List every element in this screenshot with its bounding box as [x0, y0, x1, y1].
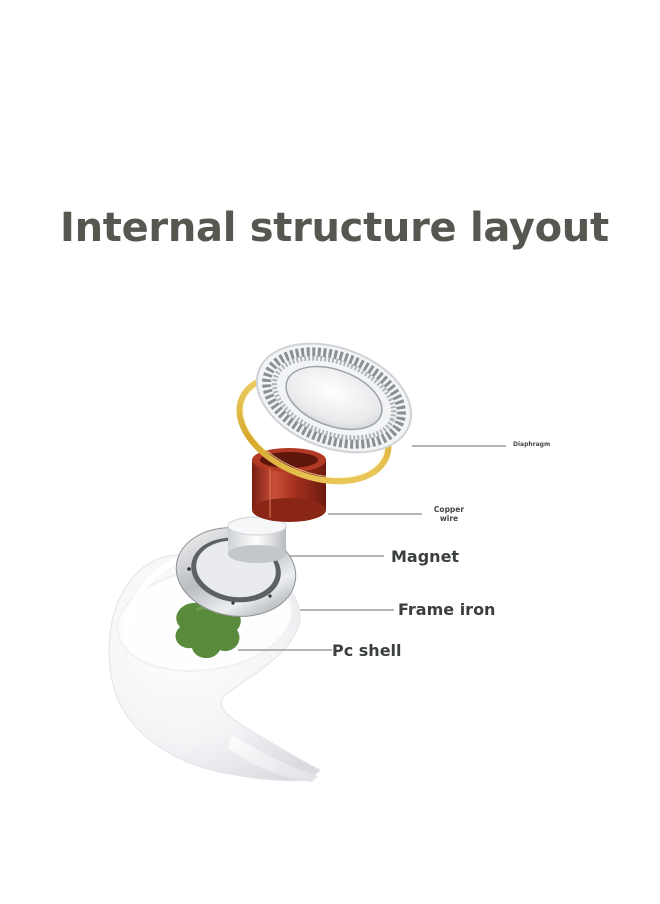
copper-wire-coil — [252, 448, 326, 522]
label-copper-wire-line1: Copper — [433, 505, 465, 514]
label-frame-iron: Frame iron — [398, 600, 496, 619]
diaphragm — [255, 342, 413, 454]
magnet — [227, 516, 287, 563]
leader-lines — [238, 445, 506, 651]
label-pc-shell: Pc shell — [332, 641, 402, 660]
label-magnet: Magnet — [391, 547, 460, 566]
diagram-title: Internal structure layout — [60, 205, 609, 251]
label-copper-wire: Copper wire — [426, 505, 472, 523]
label-copper-wire-line2: wire — [439, 514, 459, 523]
label-diaphragm: Diaphragm — [513, 441, 551, 448]
